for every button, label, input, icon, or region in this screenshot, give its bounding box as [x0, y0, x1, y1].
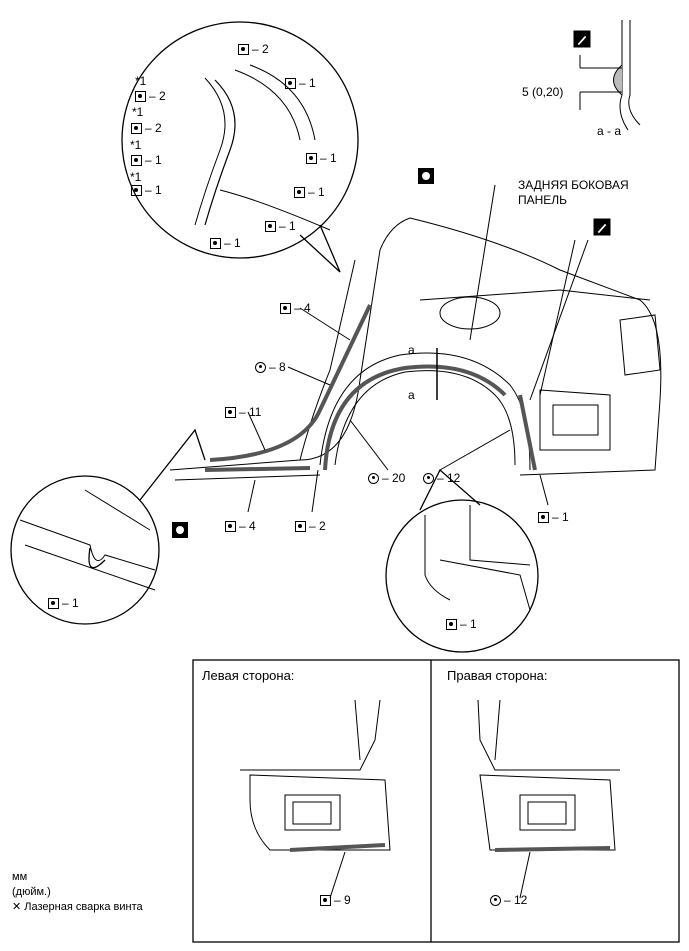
section-mark-a-bottom: a [408, 388, 415, 402]
spot-weld-icon [135, 90, 146, 102]
legend: мм (дюйм.) ✕ Лазерная сварка винта [12, 870, 143, 915]
spot-weld-icon [285, 77, 296, 89]
spot-weld-icon [265, 220, 276, 232]
detail-frame [192, 659, 680, 943]
spot-weld-icon [280, 302, 291, 314]
spot-weld-icon [210, 237, 221, 249]
spot-weld-icon [320, 894, 331, 906]
callout-box-left-9: – 9 [320, 893, 351, 907]
legend-units-line1: мм [12, 871, 28, 883]
callout-zoom-1e: – 1 [294, 185, 325, 199]
callout-zoom-right-1: – 1 [446, 617, 477, 631]
screw-icon-bottom [172, 522, 188, 538]
screw-icon-top [418, 168, 434, 184]
callout-zoom-1d: – 1 [131, 183, 162, 197]
note-star-3: *1 [130, 138, 142, 152]
spot-weld-icon [131, 122, 142, 134]
spot-weld-icon [131, 154, 142, 166]
left-side-title: Левая сторона: [202, 668, 295, 683]
callout-zoom-1g: – 1 [210, 236, 241, 250]
note-star-4: *1 [130, 170, 142, 184]
callout-main-8: – 8 [255, 360, 286, 374]
right-side-title: Правая сторона: [447, 668, 548, 683]
plug-weld-icon [255, 361, 266, 373]
panel-name-line1: ЗАДНЯЯ БОКОВАЯ [518, 178, 629, 192]
zoom-circle-left [10, 475, 160, 625]
spot-weld-icon [131, 184, 142, 196]
callout-zoom-2a: – 2 [238, 42, 269, 56]
plug-weld-icon [368, 472, 379, 484]
callout-main-2: – 2 [295, 519, 326, 533]
spot-weld-icon [225, 520, 236, 532]
callout-zoom-1f: – 1 [265, 219, 296, 233]
legend-units-line2: (дюйм.) [12, 886, 51, 898]
spot-weld-icon [294, 186, 305, 198]
note-star-2: *1 [132, 105, 144, 119]
callout-main-11: – 11 [225, 405, 261, 419]
legend-laser: ✕ Лазерная сварка винта [12, 901, 143, 913]
callout-main-4a: – 4 [280, 301, 311, 315]
spot-weld-icon [295, 520, 306, 532]
plug-weld-icon [423, 472, 434, 484]
spot-weld-icon [538, 511, 549, 523]
callout-zoom-left-1: – 1 [48, 596, 79, 610]
callout-zoom-1a: – 1 [285, 76, 316, 90]
callout-zoom-1c: – 1 [306, 151, 337, 165]
spot-weld-icon [225, 406, 236, 418]
callout-zoom-2c: – 2 [131, 121, 162, 135]
spot-weld-icon [306, 152, 317, 164]
callout-box-right-12: – 12 [490, 893, 527, 907]
laser-weld-icon: ✕ [12, 901, 22, 913]
section-title: a - a [597, 124, 622, 138]
zoom-circle-right [385, 499, 539, 653]
spot-weld-icon [446, 618, 457, 630]
spot-weld-icon [48, 597, 59, 609]
callout-main-12: – 12 [423, 471, 460, 485]
callout-main-20: – 20 [368, 471, 405, 485]
note-star-1: *1 [135, 74, 147, 88]
callout-main-1: – 1 [538, 510, 569, 524]
callout-zoom-1b: – 1 [131, 153, 162, 167]
callout-main-4b: – 4 [225, 519, 256, 533]
plug-weld-icon [490, 894, 501, 906]
panel-name-line2: ПАНЕЛЬ [518, 193, 568, 207]
callout-zoom-2b: – 2 [135, 89, 166, 103]
pencil-icon-top [573, 30, 591, 48]
zoom-circle-top [121, 21, 359, 259]
spot-weld-icon [238, 43, 249, 55]
pencil-icon-main [593, 218, 611, 236]
section-dimension: 5 (0,20) [522, 85, 564, 99]
section-mark-a-top: a [408, 343, 415, 357]
